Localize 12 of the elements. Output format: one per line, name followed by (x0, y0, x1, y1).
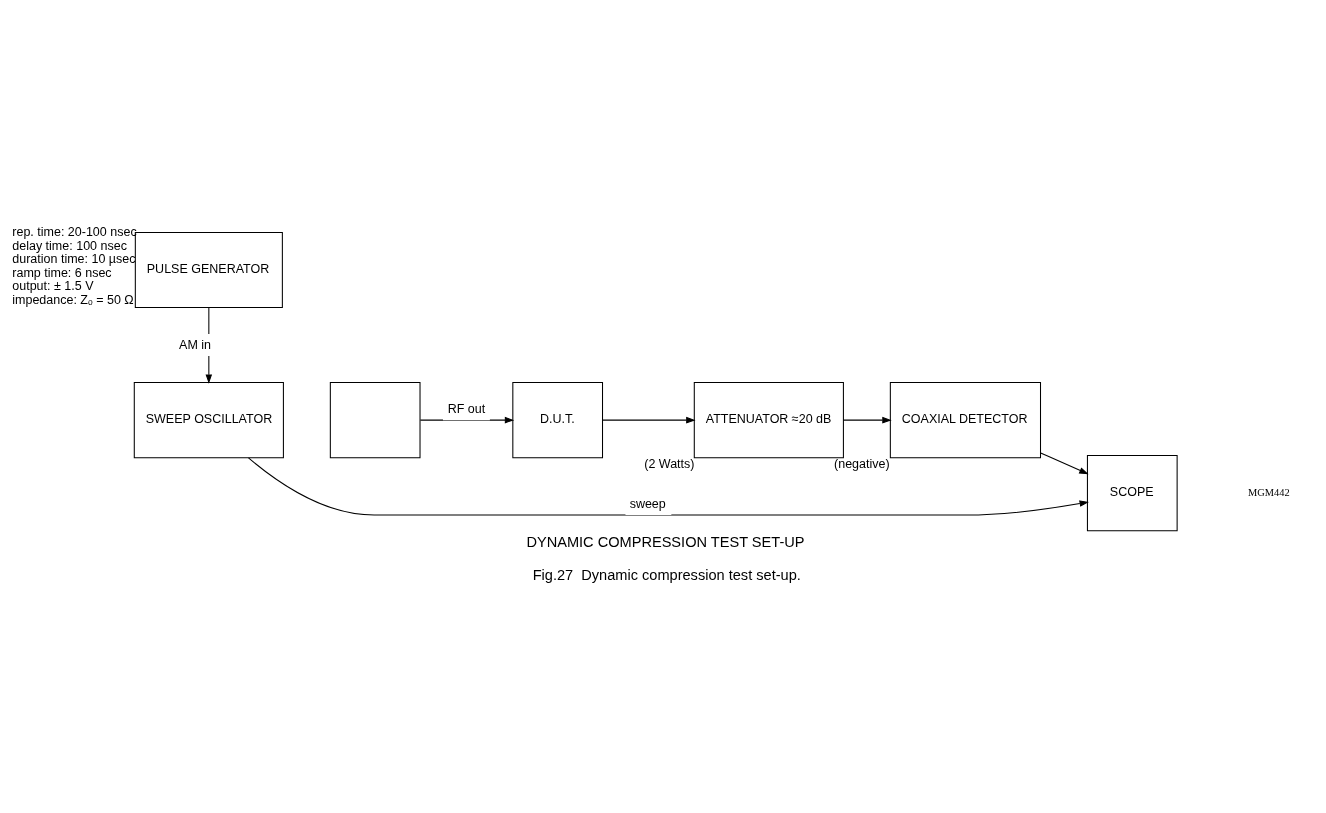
edge-label: sweep (629, 496, 666, 511)
caption: Fig.27 Dynamic compression test set-up. (532, 566, 801, 583)
node-label: (negative) (834, 456, 890, 471)
label: MGM442 (1248, 486, 1290, 498)
diagram-title: DYNAMIC COMPRESSION TEST SET-UP (526, 533, 805, 550)
edge-label: AM in (179, 337, 212, 352)
node-label: ramp time: 6 nsec (12, 265, 112, 280)
edge-label: RF out (447, 401, 486, 416)
node-label: rep. time: 20-100 nsec (12, 224, 137, 239)
node-label: delay time: 100 nsec (12, 238, 127, 253)
node-label: (2 Watts) (644, 456, 695, 471)
node-label: impedance: Zₒ = 50 Ω (12, 292, 134, 307)
